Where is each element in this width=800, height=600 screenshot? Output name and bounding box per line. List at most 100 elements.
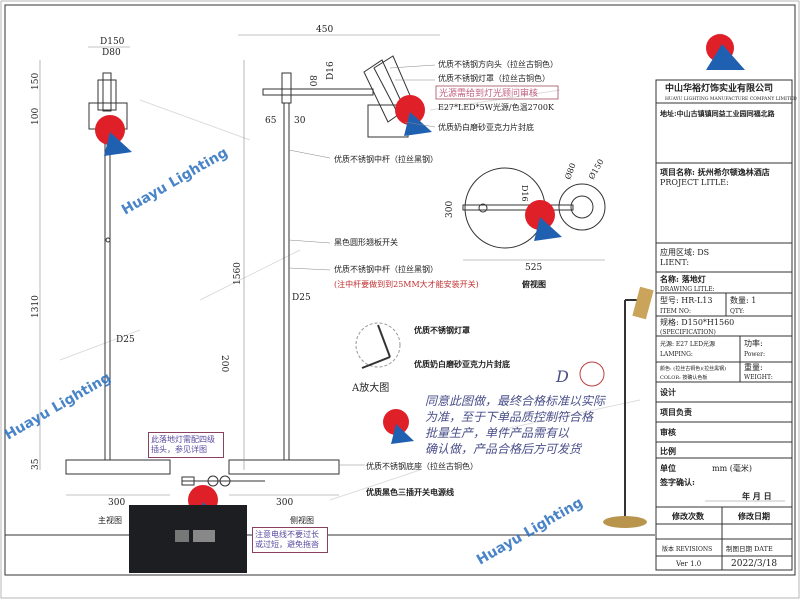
design-label: 设计 <box>660 387 676 397</box>
svg-text:Huayu Lighting: Huayu Lighting <box>119 145 231 219</box>
plug-note-box: 此落地灯需配四级插头，参见详图 <box>148 432 224 458</box>
main-view: D150 D80 150 100 1310 35 D25 300 主视图 <box>31 37 171 525</box>
manager-label: 项目负责 <box>660 407 692 417</box>
top-dim-525: 525 <box>525 263 542 273</box>
dim-1560: 1560 <box>233 262 243 285</box>
note-middle-rod-2: 优质不锈钢中杆（拉丝黑钢） <box>334 264 438 274</box>
watermark-logos <box>95 95 562 526</box>
dim-450: 450 <box>316 25 333 35</box>
scale-label: 比例 <box>660 446 676 456</box>
lamping-en: LAMPING: <box>660 351 693 358</box>
specification: 规格: D150*H1560 <box>660 317 734 327</box>
inner-frame <box>4 4 796 576</box>
dim-d16: D16 <box>326 61 336 80</box>
switch-icon-2 <box>219 475 231 487</box>
note-middle-rod: 优质不锈钢中杆（拉丝黑钢） <box>334 154 438 164</box>
top-dim-d150: Ø150 <box>587 158 606 181</box>
dim-35: 35 <box>31 458 41 470</box>
dim-150: 150 <box>31 73 41 90</box>
photo-detail-2 <box>193 530 215 542</box>
side-view: 450 80 D16 65 30 1560 D25 200 300 侧视图 <box>219 25 440 525</box>
note-power-cord: 优质黑色三插开关电源线 <box>366 487 454 497</box>
note-acrylic: 优质奶白磨砂亚克力片封底 <box>438 122 534 132</box>
review-label: 审核 <box>660 427 676 437</box>
top-view-label: 俯视图 <box>522 279 546 289</box>
note-direction-head: 优质不锈钢方向头（拉丝古铜色） <box>438 59 558 69</box>
revisions-label: 版本 REVISIONS <box>662 545 712 553</box>
handwritten-approval: 同意此图做，最终合格标准以实际 为准，至于下单品质控制符合格 批量生产，单件产品… <box>425 361 607 456</box>
watermark-text: Huayu Lighting Huayu Lighting Huayu Ligh… <box>2 145 586 569</box>
dim-100: 100 <box>31 108 41 125</box>
dim-d80: D80 <box>102 48 121 58</box>
background-pattern <box>59 89 641 501</box>
note-cord: 注意电线不要过长或过短，避免拖沓 <box>255 530 319 549</box>
draw-date: 2022/3/18 <box>731 559 777 569</box>
lamping: 光源: E27 LED光源 <box>660 340 715 348</box>
weight: 重量: <box>744 362 763 372</box>
quantity: 数量: 1 <box>730 295 756 305</box>
company-name: 中山华裕灯饰实业有限公司 <box>665 82 773 94</box>
note-light-source-review: 光源需给到灯光顾问审核 <box>439 87 538 99</box>
red-seal <box>579 361 605 387</box>
draw-date-label: 制图日期 DATE <box>726 544 773 553</box>
signature-label: 签字确认: <box>659 477 695 487</box>
note-rod-warning: (注中杆要做到到25MM大才能安装开关) <box>334 279 479 289</box>
leader-lines <box>288 64 436 466</box>
signature-date: 年 月 日 <box>742 491 772 501</box>
dim-d25-side: D25 <box>292 293 311 303</box>
note-acrylic-2: 优质奶白磨砂亚克力片封底 <box>414 359 510 369</box>
color: 颜色: (拉丝古铜色)(拉丝黑钢) <box>660 365 726 372</box>
company-logo <box>706 34 745 70</box>
item-number-en: ITEM NO: <box>660 308 691 315</box>
project-name: 项目名称: 抚州希尔顿逸林酒店 <box>660 167 770 177</box>
handwriting-line-3: 批量生产，单件产品需有以 <box>425 426 570 440</box>
svg-text:Huayu Lighting: Huayu Lighting <box>2 370 114 444</box>
note-plug: 此落地灯需配四级插头，参见详图 <box>151 435 215 454</box>
company-name-en: HUAYU LIGHTING MANUFACTURE COMPANY LIMIT… <box>665 96 797 102</box>
side-view-label: 侧视图 <box>290 515 314 525</box>
company-address: 地址:中山古镇镇同益工业园同福北路 <box>660 109 776 118</box>
dim-d150: D150 <box>100 37 125 47</box>
photo-detail <box>175 530 189 542</box>
plug-icon <box>181 476 195 486</box>
note-shade-2: 优质不锈钢灯罩 <box>414 325 470 335</box>
dim-30: 30 <box>294 116 306 126</box>
quantity-en: QTY: <box>730 308 744 315</box>
version: Ver 1.0 <box>675 560 701 568</box>
svg-text:Huayu Lighting: Huayu Lighting <box>474 495 586 569</box>
item-number: 型号: HR-L13 <box>660 296 712 305</box>
detail-a-label: A放大图 <box>351 381 389 394</box>
handwriting-line-1: 同意此图做，最终合格标准以实际 <box>425 394 607 408</box>
dim-300-side: 300 <box>276 498 293 508</box>
dim-65: 65 <box>265 116 277 126</box>
drawing-name-en: DRAWING LITLE: <box>660 286 715 293</box>
detail-a: A放大图 <box>351 322 401 394</box>
unit-value: mm (毫米) <box>712 463 752 473</box>
area-label-en: LIENT: <box>660 258 689 267</box>
switch-icon <box>207 475 219 487</box>
dim-80: 80 <box>307 75 317 87</box>
note-switch: 黑色圆形翘板开关 <box>334 237 398 247</box>
cord-note-box: 注意电线不要过长或过短，避免拖沓 <box>252 527 328 553</box>
power-en: Power: <box>744 351 765 358</box>
note-light-source: E27*LED*5W光源/色温2700K <box>438 102 555 112</box>
specification-en: (SPECIFICATION) <box>660 329 716 336</box>
main-view-label: 主视图 <box>98 515 122 525</box>
handwriting-signature: D <box>555 367 569 386</box>
top-dim-d16: D16 <box>520 185 529 202</box>
revision-count-label: 修改次数 <box>671 511 705 521</box>
note-base: 优质不锈钢底座（拉丝古铜色） <box>366 461 478 471</box>
dim-200: 200 <box>219 355 229 372</box>
note-box <box>435 85 559 100</box>
dim-300-main: 300 <box>108 498 125 508</box>
note-shade: 优质不锈钢灯罩（拉丝古铜色） <box>438 73 550 83</box>
top-dim-300: 300 <box>445 201 455 218</box>
weight-en: WEIGHT: <box>744 374 773 381</box>
top-view: 300 D16 Ø80 Ø150 525 俯视图 <box>445 158 606 289</box>
project-label-en: PROJECT LITLE: <box>660 178 729 187</box>
product-photo <box>603 286 654 528</box>
handwriting-line-4: 确认做，产品合格后方可发货 <box>425 442 583 456</box>
color-en: COLOR: 按确认色板 <box>660 374 707 381</box>
revision-date-label: 修改日期 <box>737 511 770 521</box>
